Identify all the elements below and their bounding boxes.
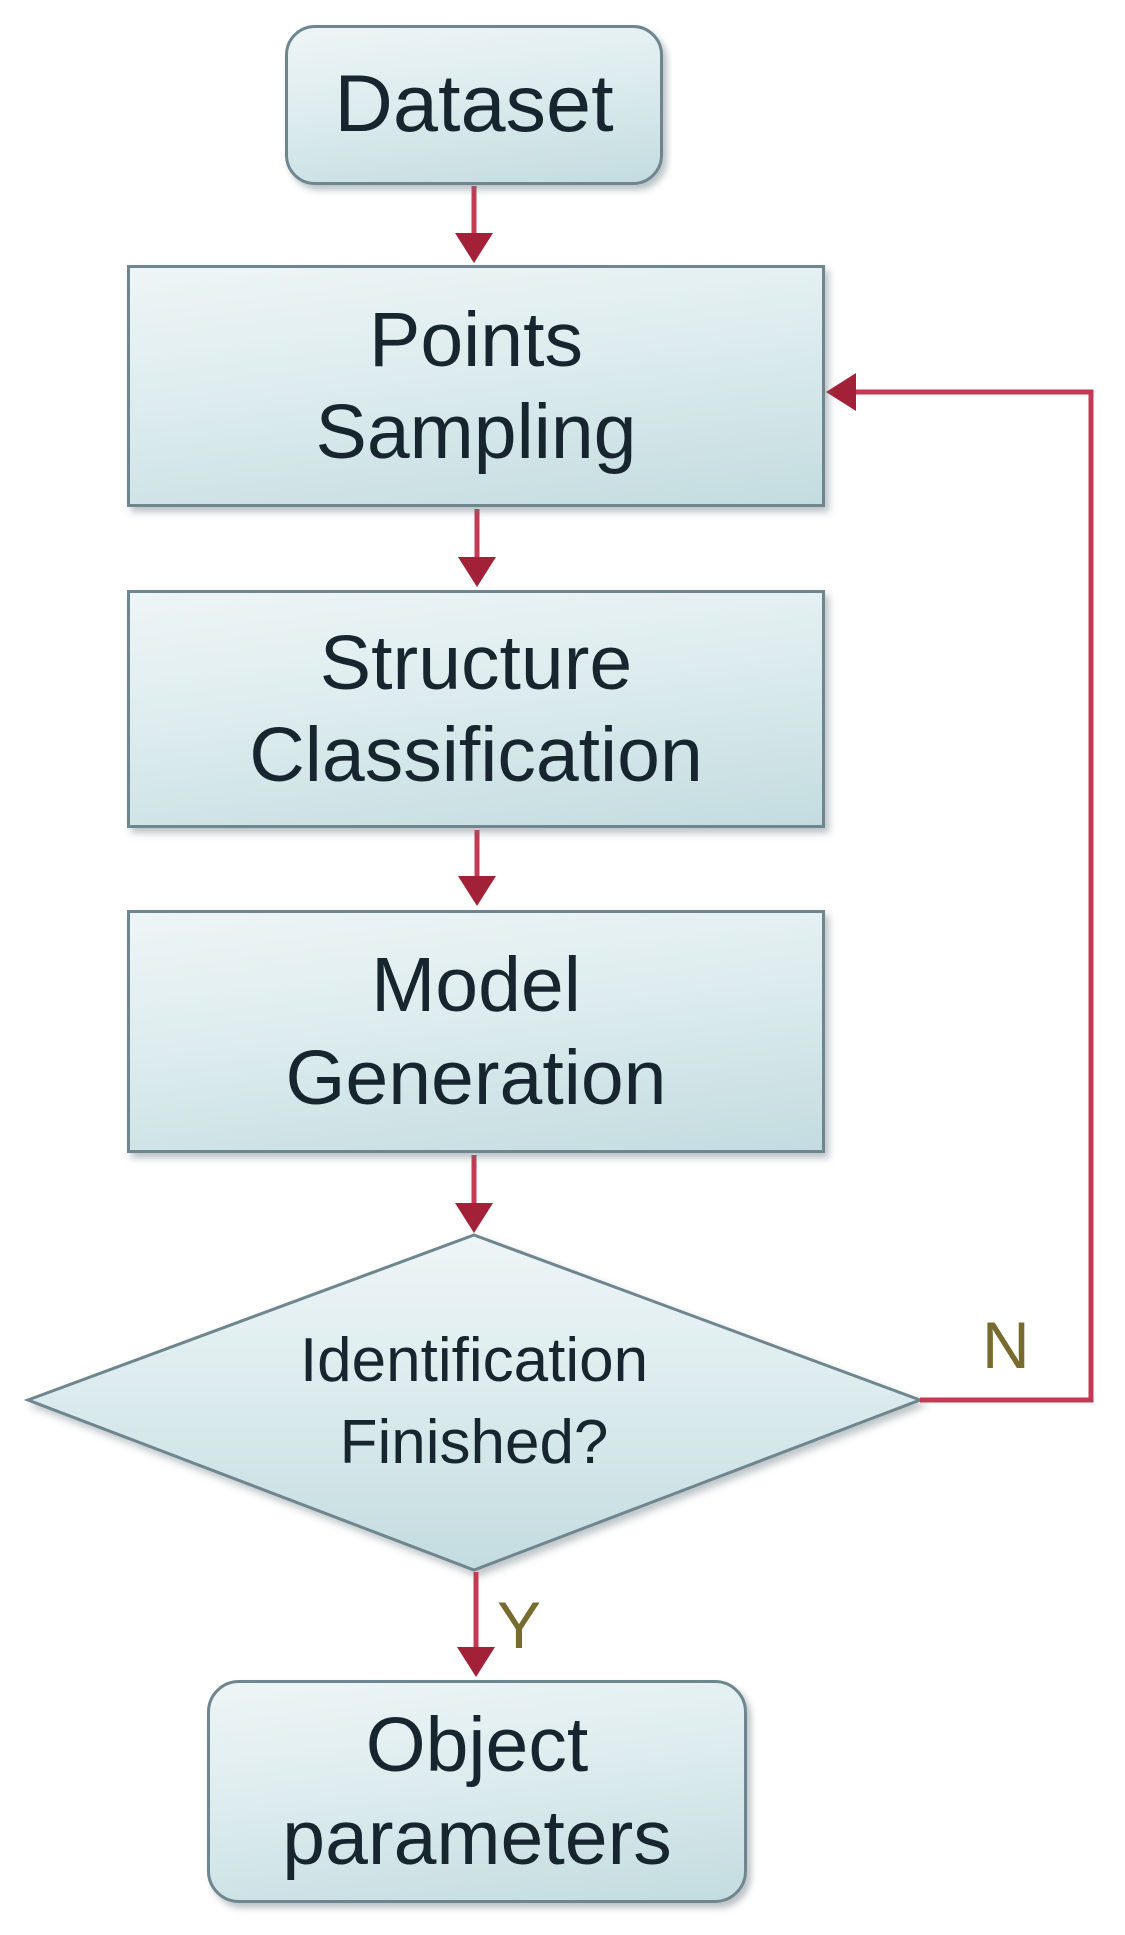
node-decision: Identification Finished? — [174, 1302, 774, 1502]
node-structure-classification-label: Structure Classification — [249, 619, 703, 798]
decision-diamond-shape — [23, 1233, 925, 1572]
node-dataset: Dataset — [285, 25, 663, 185]
node-model-generation: Model Generation — [127, 910, 825, 1153]
branch-label-no: N — [982, 1308, 1030, 1382]
arrow-decision-to-object — [457, 1572, 495, 1677]
node-object-parameters: Object parameters — [207, 1680, 747, 1903]
node-points-sampling-label: Points Sampling — [315, 296, 637, 475]
branch-label-yes: Y — [497, 1588, 542, 1662]
arrow-structure-to-model — [458, 830, 496, 906]
node-structure-classification: Structure Classification — [127, 590, 825, 828]
arrow-model-to-decision — [455, 1155, 493, 1233]
node-points-sampling: Points Sampling — [127, 265, 825, 507]
arrow-dataset-to-points — [455, 186, 493, 263]
arrow-decision-loopback-to-points — [826, 373, 1094, 1403]
node-decision-label: Identification Finished? — [299, 1326, 649, 1477]
node-dataset-label: Dataset — [334, 59, 614, 150]
arrow-points-to-structure — [458, 509, 496, 587]
node-object-parameters-label: Object parameters — [282, 1702, 672, 1881]
node-model-generation-label: Model Generation — [285, 942, 667, 1121]
